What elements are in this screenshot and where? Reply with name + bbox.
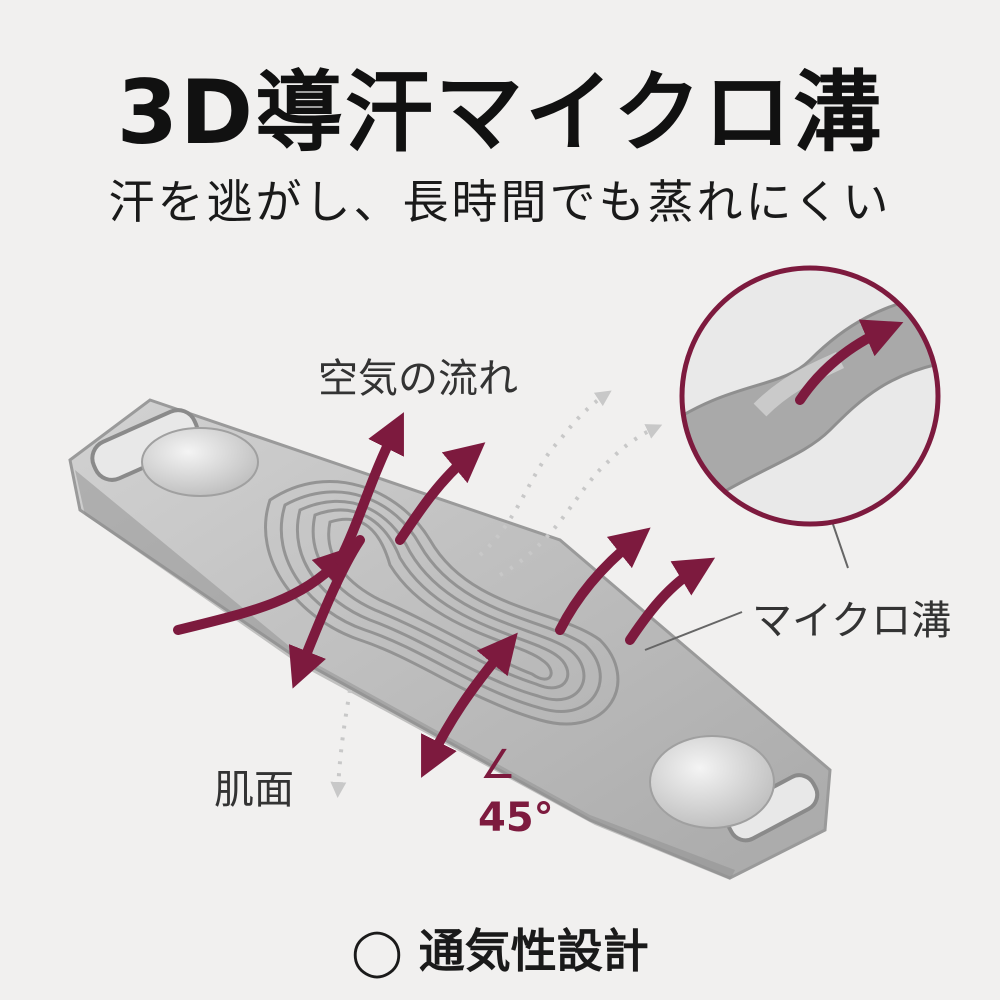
page-title: 3D導汗マイクロ溝 [116,61,884,164]
skin-surface-label: 肌面 [214,767,294,813]
footer-feature: ◯ 通気性設計 [351,924,649,978]
air-flow-dotted-arrows [330,390,663,798]
magnified-detail [682,268,938,524]
right-dome [649,735,775,829]
flow-arrows [173,412,716,778]
micro-groove-label: マイクロ溝 [752,598,952,644]
left-dome [141,427,259,497]
angle-symbol: ∠ [480,742,516,788]
magnifier-ring [679,265,941,527]
page-subtitle: 汗を逃がし、長時間でも蒸れにくい [108,175,892,229]
air-flow-label: 空気の流れ [318,356,518,402]
angle-value: 45° [478,795,554,841]
